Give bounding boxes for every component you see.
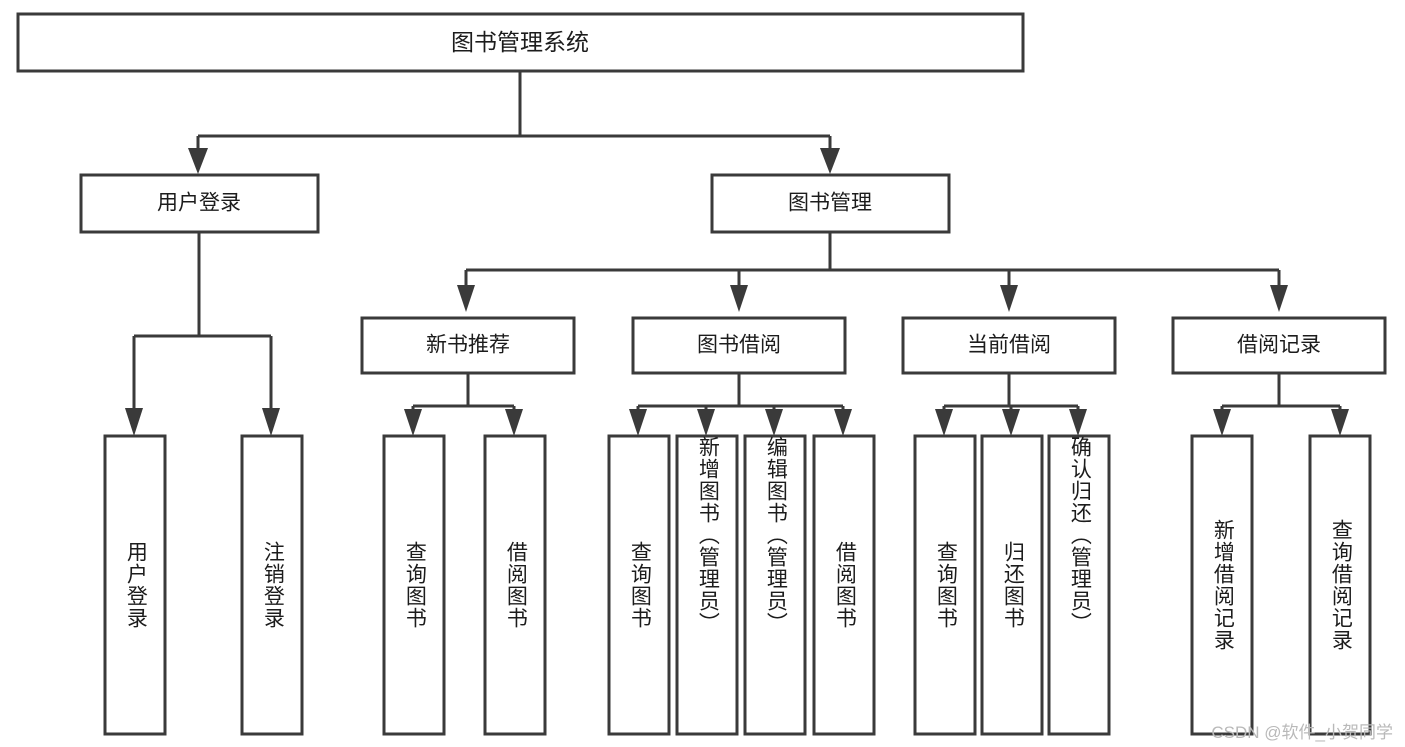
connector-userlogin-to-leaves (125, 232, 280, 436)
arrowhead-newbook-borrow (505, 409, 523, 436)
arrowhead-br-query (1331, 409, 1349, 436)
leaf-box-cb-query[interactable] (913, 434, 977, 736)
node-book-management[interactable]: 图书管理 (710, 173, 951, 234)
arrowhead-book-borrow (730, 285, 748, 312)
root-label: 图书管理系统 (451, 29, 589, 55)
connector-bookborrow-to-leaves (629, 373, 852, 436)
node-root[interactable]: 图书管理系统 (16, 12, 1025, 73)
arrowhead-borrow-record (1270, 285, 1288, 312)
connector-newbook-to-leaves (404, 373, 523, 436)
leaf-box-nb-borrow[interactable] (483, 434, 547, 736)
arrowhead-user-login (188, 148, 208, 174)
current-borrow-box[interactable] (901, 316, 1117, 375)
arrowhead-bb-query (629, 409, 647, 436)
connector-borrowrecord-to-leaves (1213, 373, 1349, 436)
arrowhead-newbook-query (404, 409, 422, 436)
leaf-box-br-add[interactable] (1190, 434, 1254, 736)
leaf-box-cb-confirm[interactable] (1047, 434, 1111, 736)
borrow-record-box[interactable] (1171, 316, 1387, 375)
book-borrow-label: 图书借阅 (697, 334, 781, 357)
arrowhead-cb-return (1002, 409, 1020, 436)
node-book-borrow[interactable]: 图书借阅 (631, 316, 847, 375)
user-login-label: 用户登录 (157, 192, 241, 215)
connector-root-to-level2 (188, 71, 840, 174)
leaf-box-nb-query[interactable] (382, 434, 446, 736)
root-box[interactable] (16, 12, 1025, 73)
arrowhead-new-book (457, 285, 475, 312)
arrowhead-cb-query (935, 409, 953, 436)
arrowhead-book-mgmt (820, 148, 840, 174)
arrowhead-bb-borrow (834, 409, 852, 436)
leaf-box-cb-return[interactable] (980, 434, 1044, 736)
leaf-box-bb-query[interactable] (607, 434, 671, 736)
node-new-book-recommend[interactable]: 新书推荐 (360, 316, 576, 375)
node-current-borrow[interactable]: 当前借阅 (901, 316, 1117, 375)
borrow-record-label: 借阅记录 (1237, 334, 1321, 357)
leaf-box-br-query[interactable] (1308, 434, 1372, 736)
node-borrow-record[interactable]: 借阅记录 (1171, 316, 1387, 375)
connector-bookmgmt-to-level3 (457, 232, 1288, 312)
leaf-box-bb-add[interactable] (675, 434, 739, 736)
book-borrow-box[interactable] (631, 316, 847, 375)
arrowhead-bb-edit (765, 409, 783, 436)
leaf-box-user-login[interactable] (103, 434, 167, 736)
leaf-box-logout[interactable] (240, 434, 304, 736)
book-management-label: 图书管理 (788, 192, 872, 215)
arrowhead-leaf-logout (262, 408, 280, 436)
arrowhead-br-add (1213, 409, 1231, 436)
leaf-box-bb-borrow[interactable] (812, 434, 876, 736)
new-book-recommend-box[interactable] (360, 316, 576, 375)
arrowhead-cb-confirm (1069, 409, 1087, 436)
book-management-box[interactable] (710, 173, 951, 234)
current-borrow-label: 当前借阅 (967, 334, 1051, 357)
new-book-recommend-label: 新书推荐 (426, 334, 510, 357)
arrowhead-bb-add (697, 409, 715, 436)
arrowhead-current-borrow (1000, 285, 1018, 312)
connector-currentborrow-to-leaves (935, 373, 1087, 436)
leaf-box-bb-edit[interactable] (743, 434, 807, 736)
arrowhead-leaf-user-login (125, 408, 143, 436)
node-user-login[interactable]: 用户登录 (79, 173, 320, 234)
